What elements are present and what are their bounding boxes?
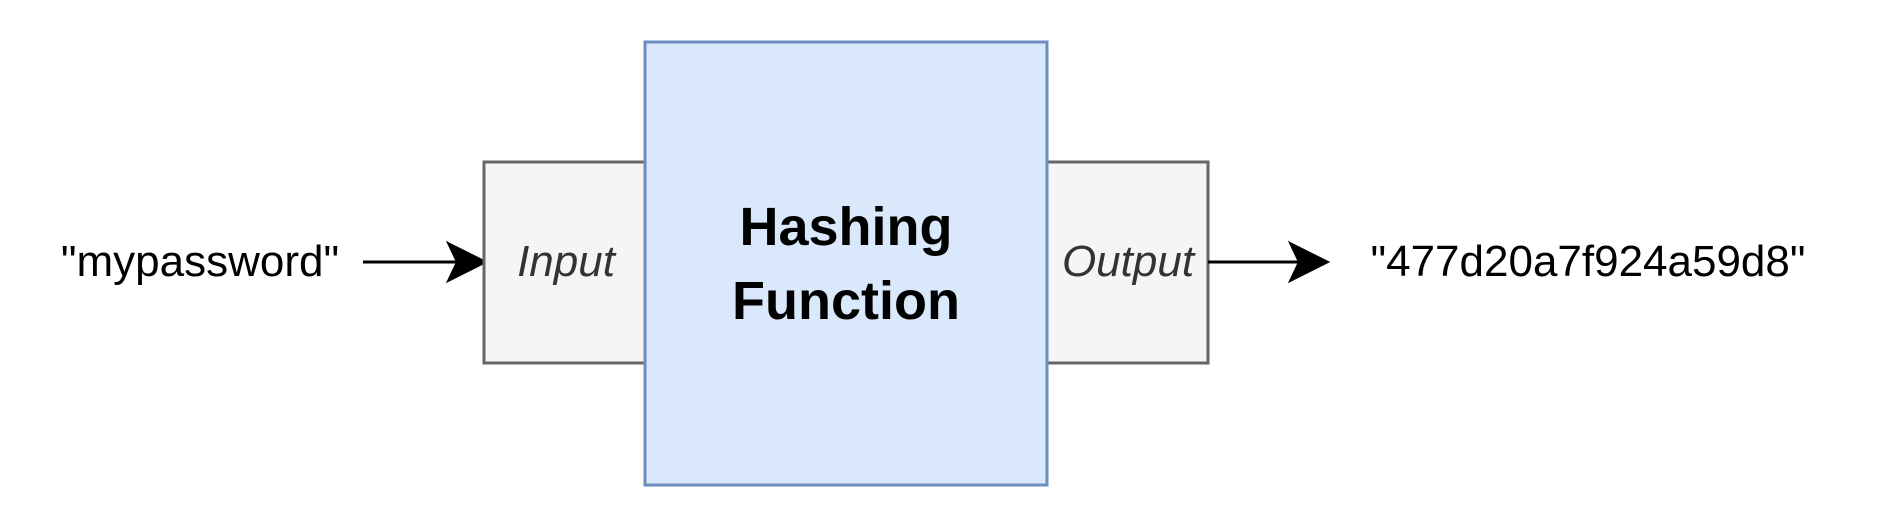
output-arrow-head [1287,240,1331,284]
input-port-box [482,160,648,365]
input-value-label: "mypassword" [61,237,339,286]
output-port-label: Output [1062,237,1196,286]
output-value-label: "477d20a7f924a59d8" [1371,237,1806,286]
hashing-function-title-line1: Hashing [739,197,952,257]
input-arrow-head [445,240,489,284]
hashing-function-title-line2: Function [732,271,960,331]
output-port-box [1045,160,1210,365]
input-port-label: Input [517,237,617,286]
hashing-function-box [643,40,1049,487]
